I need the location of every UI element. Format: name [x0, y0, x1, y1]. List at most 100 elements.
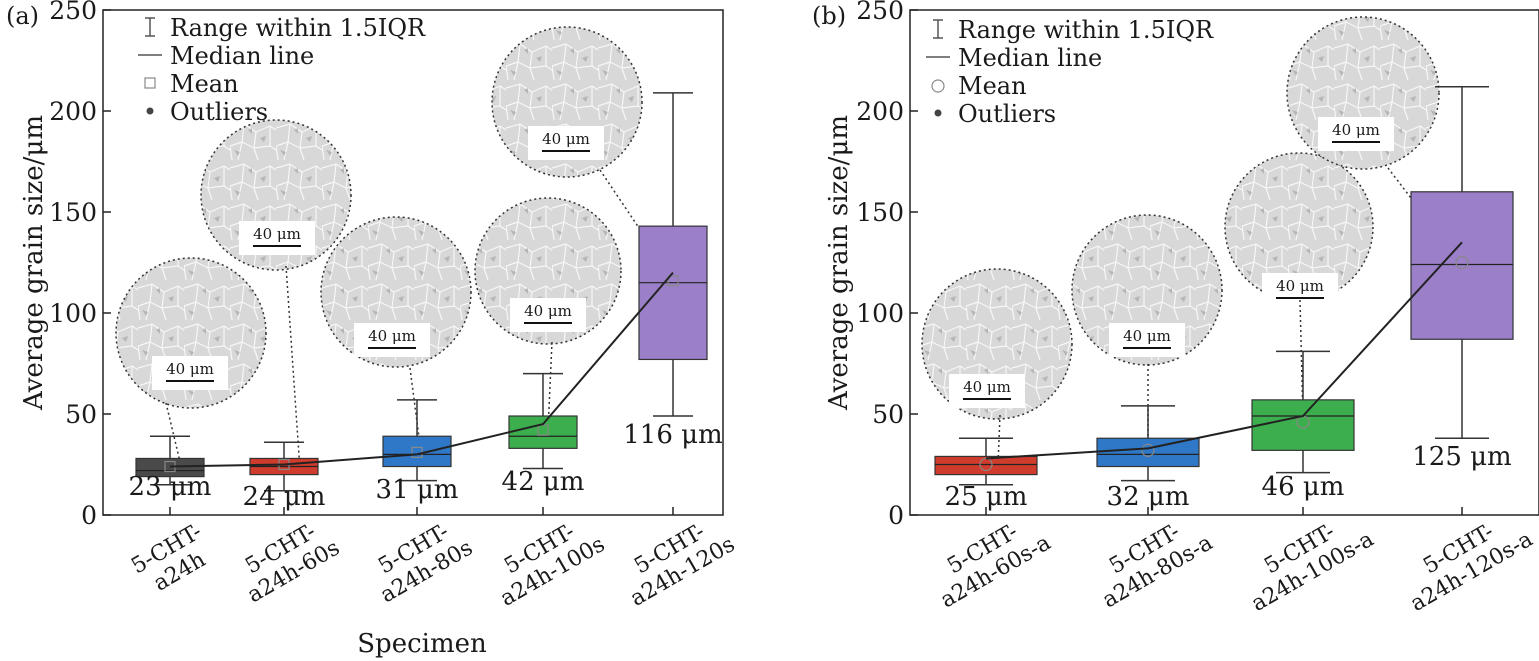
box-iqr [1096, 437, 1200, 468]
micrograph-border [491, 26, 643, 178]
y-tick-label: 200 [49, 97, 97, 126]
legend-entry: Median line [958, 44, 1102, 72]
micrograph-border [1071, 214, 1223, 366]
legend-entry: Outliers [958, 100, 1056, 128]
x-tick-label: 5-CHT-a24h-80s [374, 507, 477, 608]
x-tick-label: 5-CHT-a24h-100s-a [1247, 507, 1378, 617]
box-plot-4 [1410, 86, 1514, 439]
y-tick-label: 250 [49, 0, 97, 25]
x-axis-label: Specimen [357, 629, 487, 659]
scale-bar-box [510, 298, 586, 332]
micrograph-border [320, 216, 472, 368]
scale-bar-box [528, 126, 604, 160]
box-value-label: 46 μm [1262, 472, 1345, 502]
micrograph-border [115, 257, 267, 409]
y-tick-label: 0 [81, 501, 97, 530]
panel-label: (a) [6, 2, 39, 30]
x-tick-label: 5-CHT-a24h-120s [626, 507, 739, 612]
box-iqr [135, 457, 205, 478]
box-value-label: 116 μm [623, 420, 722, 450]
trend-line [985, 241, 1463, 460]
box-plot-1 [934, 437, 1038, 486]
micrograph-border [1286, 16, 1440, 170]
plot-frame [102, 9, 724, 516]
micrograph-inset: 40 μm [115, 257, 267, 409]
box-plot-1 [135, 435, 205, 486]
box-value-label: 31 μm [376, 475, 459, 505]
micrograph-border [921, 268, 1073, 420]
legend-outlier-icon [146, 107, 154, 115]
legend-entry: Median line [170, 42, 314, 70]
box-plot-3 [382, 399, 452, 482]
micrograph-inset: 40 μm [1224, 152, 1374, 307]
legend-entry: Range within 1.5IQR [958, 16, 1214, 44]
panel-label: (b) [812, 2, 846, 30]
scale-bar-label: 40 μm [1332, 121, 1380, 139]
y-tick-label: 100 [49, 299, 97, 328]
micrograph-inset: 40 μm [474, 197, 622, 345]
micrograph-inset: 40 μm [1071, 214, 1223, 366]
mean-marker [979, 457, 993, 472]
scale-bar-box [239, 221, 315, 255]
legend-entry: Range within 1.5IQR [170, 14, 426, 42]
box-plot-4 [508, 372, 578, 470]
legend-entry: Outliers [170, 98, 268, 126]
y-tick-label: 0 [888, 501, 904, 530]
micrograph-inset: 40 μm [200, 119, 352, 271]
box-iqr [638, 225, 708, 361]
box-value-label: 23 μm [129, 472, 212, 502]
box-plot-2 [1096, 405, 1200, 482]
box-plot-5 [638, 92, 708, 417]
legend-outlier-icon [934, 109, 942, 117]
plot-frame [909, 9, 1539, 516]
y-tick-label: 250 [856, 0, 904, 25]
micrograph-inset: 40 μm [491, 26, 643, 178]
y-tick-label: 50 [872, 400, 904, 429]
mean-marker [667, 275, 679, 287]
y-axis-label: Average grain size/μm [19, 115, 49, 411]
mean-marker [1141, 443, 1155, 457]
y-tick-label: 150 [49, 198, 97, 227]
micrograph-connector [285, 265, 301, 471]
legend-mean-icon [931, 79, 945, 93]
box-iqr [934, 455, 1038, 476]
micrograph-inset: 40 μm [320, 216, 472, 368]
scale-bar-box [1318, 117, 1394, 151]
x-tick-label: 5-CHT-a24h-120s-a [1406, 507, 1537, 617]
legend-mean-icon [144, 77, 156, 89]
scale-bar-label: 40 μm [1276, 277, 1324, 295]
micrograph-connector [409, 367, 421, 446]
y-tick-label: 150 [856, 198, 904, 227]
y-tick-label: 100 [856, 299, 904, 328]
box-iqr [1251, 399, 1355, 451]
scale-bar-box [354, 323, 430, 357]
box-plot-3 [1251, 350, 1355, 474]
micrograph-connector [599, 169, 673, 278]
trend-line [169, 271, 674, 468]
y-tick-label: 50 [65, 400, 97, 429]
scale-bar-label: 40 μm [963, 378, 1011, 396]
x-tick-label: 5-CHT-a24h-100s [496, 507, 609, 612]
micrograph-grains [1225, 153, 1373, 301]
micrograph-border [200, 119, 352, 271]
box-iqr [1410, 191, 1514, 340]
micrograph-connector [165, 402, 183, 471]
scale-bar-box [949, 374, 1025, 408]
y-axis-label: Average grain size/μm [824, 115, 854, 411]
scale-bar-label: 40 μm [542, 130, 590, 148]
y-tick-label: 200 [856, 97, 904, 126]
mean-marker [537, 424, 549, 436]
micrograph-inset: 40 μm [1286, 16, 1440, 170]
box-value-label: 125 μm [1412, 442, 1511, 472]
scale-bar-label: 40 μm [166, 360, 214, 378]
legend-entry: Mean [958, 72, 1027, 100]
box-iqr [382, 435, 452, 468]
micrograph-inset: 40 μm [921, 268, 1073, 420]
scale-bar-box [1109, 323, 1185, 357]
scale-bar-label: 40 μm [368, 327, 416, 345]
